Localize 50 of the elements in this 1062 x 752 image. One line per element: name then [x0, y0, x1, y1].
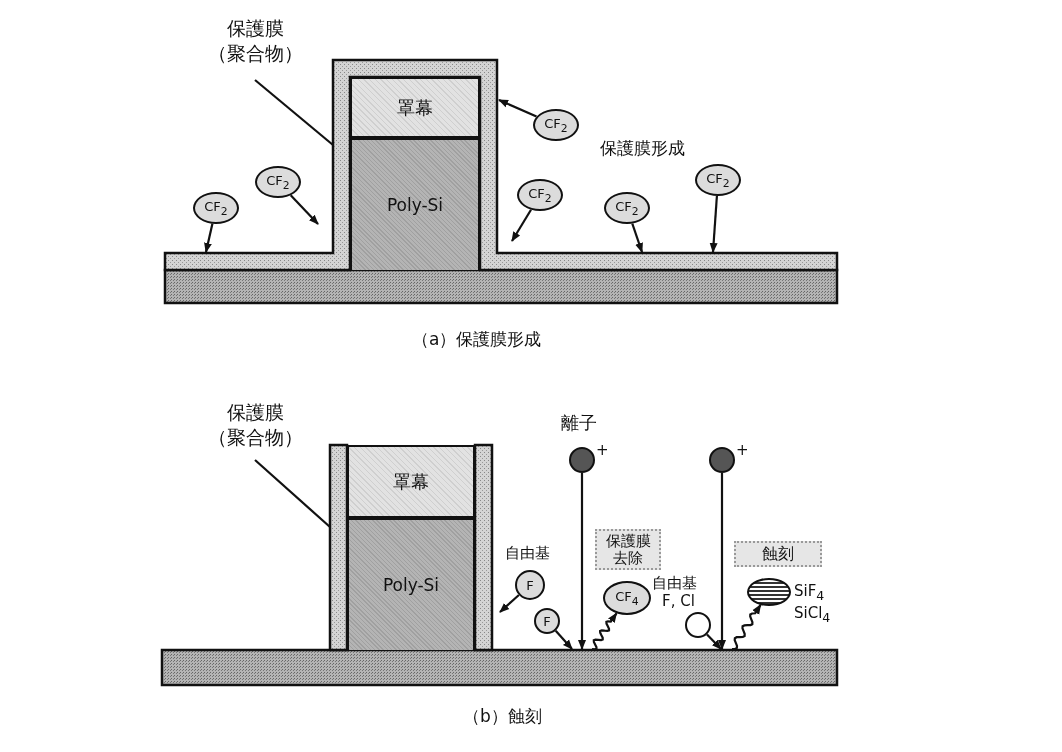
molecule-ellipse: CF$_{2}$ [695, 164, 741, 196]
arrow [718, 473, 726, 650]
product-ellipse [747, 578, 791, 606]
callout-text: （聚合物） [207, 40, 303, 66]
molecule-ellipse: F [534, 608, 560, 634]
radical-label: 自由基 [505, 544, 550, 563]
molecule-ellipse: CF$_{2}$ [517, 179, 563, 211]
arrow [709, 195, 718, 253]
callout-text: （聚合物） [207, 424, 303, 450]
ion-circle [569, 447, 595, 473]
arrow [731, 604, 762, 651]
side-label: F, Cl [662, 592, 695, 610]
process-label: 保護膜形成 [600, 137, 685, 160]
side-label: + [596, 441, 609, 459]
substrate-layer [160, 648, 839, 687]
side-label: SiCl$_{4}$ [794, 604, 831, 625]
poly-si-layer: Poly-Si [350, 138, 480, 270]
arrow [511, 209, 532, 242]
substrate-layer [163, 268, 839, 305]
process-tag: 蝕刻 [734, 541, 822, 567]
molecule-ellipse: CF$_{2}$ [604, 192, 650, 224]
side-label: 自由基 [652, 574, 697, 593]
ion-circle [709, 447, 735, 473]
arrow [631, 223, 644, 253]
side-label: SiF$_{4}$ [794, 582, 825, 603]
figure-caption: （b）蝕刻 [463, 705, 542, 728]
mask-layer: 罩幕 [350, 77, 480, 138]
arrow [289, 194, 319, 225]
molecule-ellipse: CF$_{2}$ [255, 166, 301, 198]
molecule-ellipse: F [515, 570, 545, 600]
process-tag: 保護膜去除 [595, 529, 661, 570]
side-label: + [736, 441, 749, 459]
arrow [591, 612, 618, 651]
molecule-ellipse: CF$_{4}$ [603, 581, 651, 615]
radical-circle [685, 612, 711, 638]
callout-text: 保護膜 [226, 16, 284, 41]
figure-caption: （a）保護膜形成 [412, 328, 542, 351]
molecule-ellipse: CF$_{2}$ [193, 192, 239, 224]
leader-line [254, 79, 334, 146]
callout-text: 保護膜 [226, 400, 284, 425]
arrow [578, 473, 586, 650]
molecule-ellipse: CF$_{2}$ [533, 109, 579, 141]
side-label: 離子 [561, 411, 597, 435]
leader-line [254, 459, 331, 528]
arrow [706, 633, 722, 650]
arrow [554, 629, 573, 650]
arrow [498, 99, 537, 118]
arrow [204, 223, 214, 253]
sidewall-film [328, 443, 494, 652]
arrow [499, 594, 520, 613]
